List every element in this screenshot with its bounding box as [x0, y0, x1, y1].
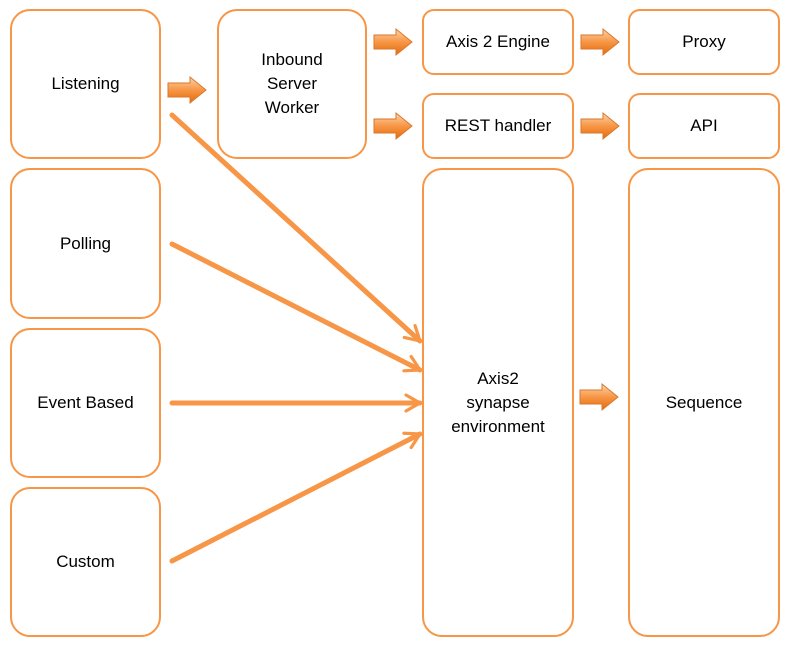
node-sequence: Sequence — [628, 168, 780, 637]
node-event-based: Event Based — [10, 328, 161, 478]
arrow-listening-to-environment — [169, 112, 423, 344]
arrow-polling-to-environment — [169, 241, 423, 373]
node-axis2-engine: Axis 2 Engine — [422, 9, 574, 75]
arrow-worker-to-rest-handler — [373, 111, 413, 141]
node-axis2-synapse-environment: Axis2 synapse environment — [422, 168, 574, 637]
arrow-environment-to-sequence — [579, 382, 619, 412]
node-rest-handler: REST handler — [422, 93, 574, 159]
arrow-custom-to-environment — [169, 431, 423, 564]
node-api: API — [628, 93, 780, 159]
arrow-axis2-engine-to-proxy — [580, 27, 620, 57]
node-listening: Listening — [10, 9, 161, 159]
node-proxy: Proxy — [628, 9, 780, 75]
arrow-listening-to-worker — [167, 75, 207, 105]
node-polling: Polling — [10, 168, 161, 319]
arrow-rest-handler-to-api — [580, 111, 620, 141]
node-custom: Custom — [10, 487, 161, 637]
node-inbound-server-worker: Inbound Server Worker — [217, 9, 367, 159]
arrow-worker-to-axis2-engine — [373, 27, 413, 57]
